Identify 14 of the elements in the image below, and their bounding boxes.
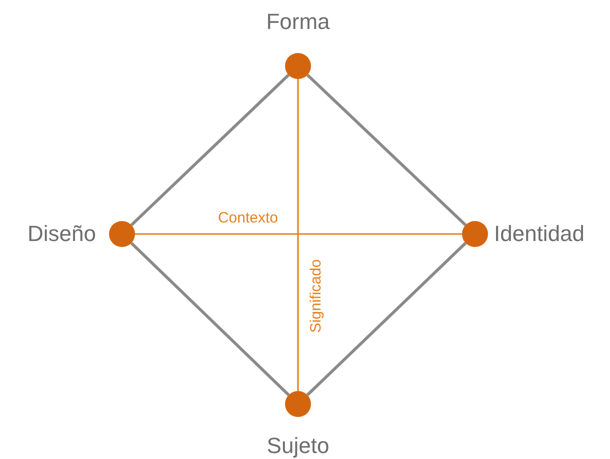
connector-line	[130, 242, 290, 396]
dot-marker	[462, 221, 488, 247]
node-label: Identidad	[494, 223, 585, 245]
dot-marker	[109, 221, 135, 247]
node-label: Forma	[266, 11, 330, 33]
connector-line	[297, 79, 299, 391]
connector-line	[306, 242, 467, 396]
dot-marker	[285, 391, 311, 417]
dot-marker	[285, 53, 311, 79]
connector-line	[306, 74, 467, 226]
node-label: Sujeto	[266, 435, 330, 457]
node-label: Diseño	[28, 223, 96, 245]
connector-line	[130, 74, 290, 226]
edge-label: Significado	[308, 258, 324, 334]
